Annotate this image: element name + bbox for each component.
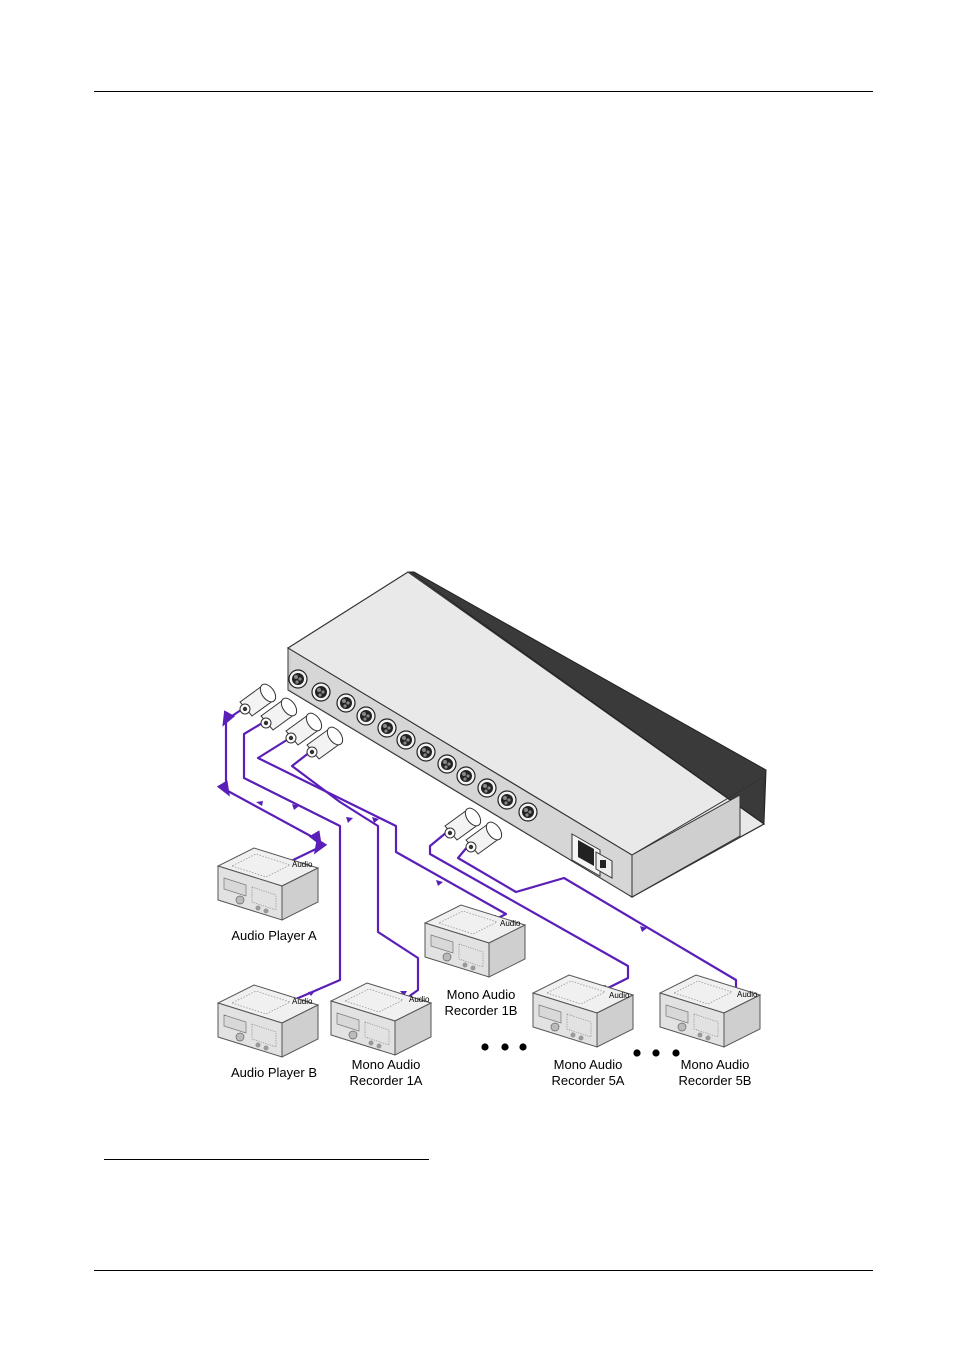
audio-device-icon <box>218 848 318 920</box>
audio-device-icon <box>425 905 525 977</box>
label-recorder-1b-line1: Mono Audio <box>447 987 516 1002</box>
ellipsis-icon <box>633 1049 679 1056</box>
label-recorder-1a-line2: Recorder 1A <box>350 1073 423 1088</box>
port-tag: Audio <box>500 919 521 928</box>
label-recorder-5a-line1: Mono Audio <box>554 1057 623 1072</box>
port-tag: Audio <box>609 991 630 1000</box>
port-tag: Audio <box>409 995 430 1004</box>
audio-distributor-chassis <box>288 572 766 897</box>
audio-device-icon <box>331 983 431 1055</box>
port-tag: Audio <box>737 990 758 999</box>
label-audio-player-a: Audio Player A <box>231 928 317 943</box>
audio-device-icon <box>660 975 760 1047</box>
port-tag: Audio <box>292 860 313 869</box>
label-recorder-1b-line2: Recorder 1B <box>445 1003 518 1018</box>
audio-player-a: Audio Audio Player A <box>218 848 318 943</box>
audio-device-icon <box>533 975 633 1047</box>
label-recorder-5b-line1: Mono Audio <box>681 1057 750 1072</box>
mono-audio-recorder-1a: Audio Mono Audio Recorder 1A <box>331 983 431 1088</box>
mono-audio-recorder-5a: Audio Mono Audio Recorder 5A <box>533 975 633 1088</box>
ellipsis-icon <box>481 1043 526 1050</box>
label-audio-player-b: Audio Player B <box>231 1065 317 1080</box>
mono-audio-recorder-5b: Audio Mono Audio Recorder 5B <box>660 975 760 1088</box>
mono-audio-recorder-1b: Audio Mono Audio Recorder 1B <box>425 905 525 1018</box>
label-recorder-5b-line2: Recorder 5B <box>679 1073 752 1088</box>
label-recorder-1a-line1: Mono Audio <box>352 1057 421 1072</box>
audio-player-b: Audio Audio Player B <box>218 985 318 1080</box>
port-tag: Audio <box>292 997 313 1006</box>
label-recorder-5a-line2: Recorder 5A <box>552 1073 625 1088</box>
